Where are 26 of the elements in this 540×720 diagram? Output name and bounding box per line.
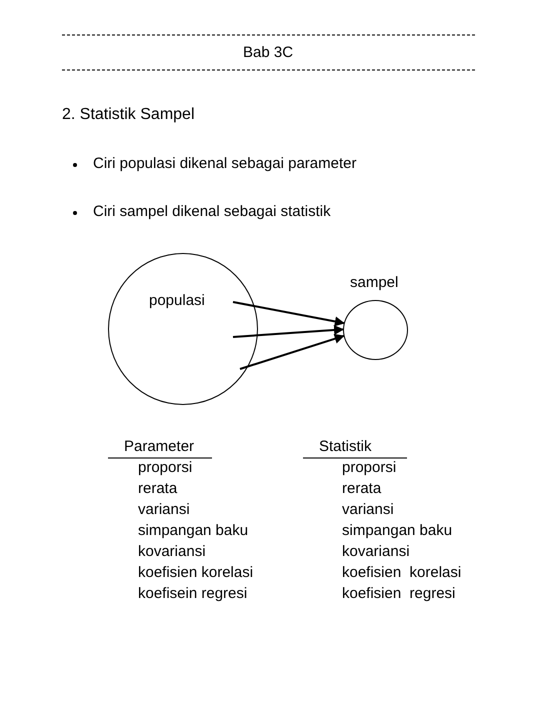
list-item: koefisien korelasi bbox=[138, 564, 254, 582]
node-label: sampel bbox=[350, 274, 398, 292]
list-item: simpangan baku bbox=[138, 522, 248, 540]
arrow bbox=[240, 334, 345, 370]
header-text: Bab 3C bbox=[243, 44, 294, 62]
arrow bbox=[232, 301, 345, 326]
list-item: variansi bbox=[342, 501, 394, 519]
list-item: kovariansi bbox=[342, 543, 410, 561]
bullet-text: Ciri populasi dikenal sebagai parameter bbox=[93, 155, 356, 173]
list-item: koefisien korelasi bbox=[342, 564, 462, 582]
list-item: koefisein regresi bbox=[138, 585, 248, 603]
list-item: proporsi bbox=[342, 459, 396, 477]
circle-shape bbox=[108, 253, 258, 405]
node-label: populasi bbox=[149, 292, 205, 310]
list-item: kovariansi bbox=[138, 543, 206, 561]
arrow bbox=[232, 325, 344, 338]
column-heading: Parameter bbox=[124, 438, 194, 456]
list-item: koefisien regresi bbox=[342, 585, 456, 603]
list-item: rerata bbox=[138, 480, 178, 498]
list-item: simpangan baku bbox=[342, 522, 452, 540]
list-item: variansi bbox=[138, 501, 190, 519]
list-item: rerata bbox=[342, 480, 382, 498]
section-heading: 2. Statistik Sampel bbox=[62, 106, 194, 124]
list-item: proporsi bbox=[138, 459, 192, 477]
column-heading: Statistik bbox=[319, 438, 372, 456]
bullet-text: Ciri sampel dikenal sebagai statistik bbox=[93, 203, 331, 221]
